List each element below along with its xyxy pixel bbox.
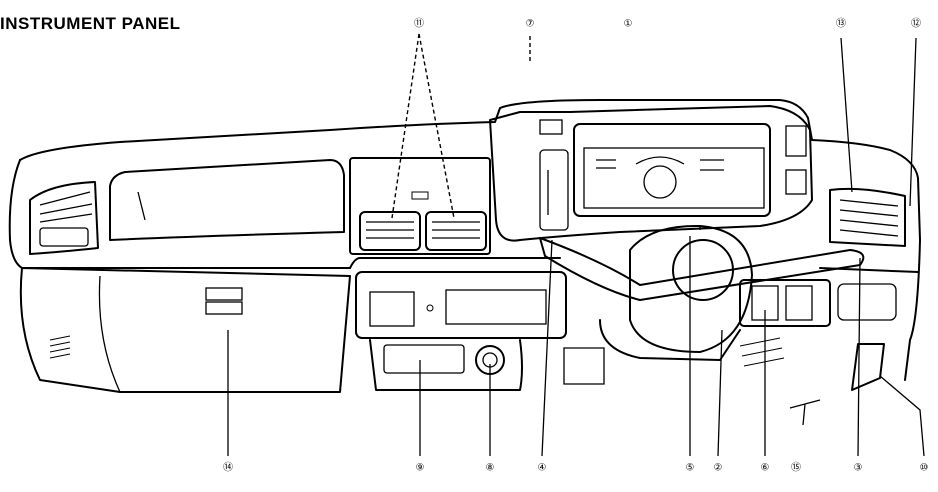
glove-box <box>19 267 351 393</box>
callout-1: ① <box>624 19 633 30</box>
switch-panel <box>599 279 897 367</box>
upper-center-panel <box>109 159 345 241</box>
callout-3: ③ <box>854 463 863 474</box>
dashboard-outline <box>8 99 921 381</box>
callout-11: ⑪ <box>414 18 424 30</box>
meter-cluster <box>489 105 813 242</box>
left-air-vent <box>29 181 99 255</box>
callout-10: ⑩ <box>920 463 929 474</box>
hood-release-lever <box>789 343 885 426</box>
callout-15: ⑮ <box>791 462 801 474</box>
callout-8: ⑧ <box>486 463 495 474</box>
center-console <box>355 271 605 391</box>
callout-labels: ⑪ ⑦ ① ⑬ ⑫ ⑭ ⑨ ⑧ ④ ⑤ ② ⑥ ⑮ ③ ⑩ <box>223 18 928 474</box>
callout-13: ⑬ <box>836 18 846 30</box>
diagram-title: INSTRUMENT PANEL <box>0 14 181 33</box>
callout-12: ⑫ <box>911 18 921 30</box>
callout-5: ⑤ <box>686 463 695 474</box>
right-air-vent <box>829 187 906 247</box>
steering-wheel <box>539 224 865 353</box>
callout-7: ⑦ <box>526 19 535 30</box>
callout-9: ⑨ <box>416 463 425 474</box>
callout-4: ④ <box>538 463 547 474</box>
callout-6: ⑥ <box>761 463 770 474</box>
callout-2: ② <box>714 463 723 474</box>
center-air-vents <box>349 157 491 255</box>
callout-14: ⑭ <box>223 462 233 474</box>
leader-lines <box>227 33 925 457</box>
